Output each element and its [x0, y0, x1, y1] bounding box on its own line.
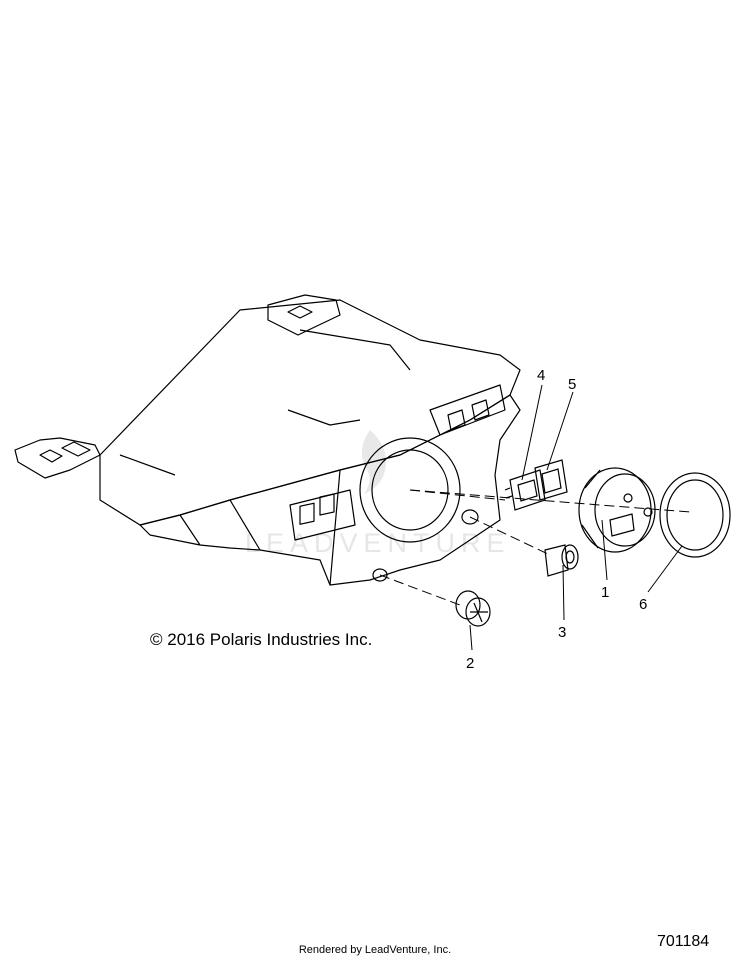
callout-leaders: [469, 384, 683, 651]
callout-4: 4: [537, 367, 545, 384]
rocker-switch-part-5: [534, 459, 568, 501]
callout-6: 6: [639, 596, 647, 613]
dash-panel: [14, 294, 521, 586]
watermark: LEADVENTURE: [245, 430, 511, 558]
power-outlet-part-3: [544, 544, 579, 577]
dash-top-surface: [99, 299, 521, 526]
rocker-switch-part-4: [504, 469, 546, 511]
top-mount-tab: [267, 294, 341, 336]
figure-number: 701184: [657, 933, 710, 950]
left-mount-tab: [14, 437, 101, 479]
watermark-text: LEADVENTURE: [245, 528, 511, 558]
gauge-part-1: [578, 467, 656, 553]
render-credit: Rendered by LeadVenture, Inc.: [298, 944, 452, 956]
ignition-switch-part-2: [455, 590, 491, 627]
callout-3: 3: [558, 624, 566, 641]
dash-gauge-bezel-outer: [359, 437, 461, 543]
leader-lines: [379, 489, 691, 606]
dash-hole-lower: [372, 568, 388, 582]
dash-gauge-bezel-inner: [371, 449, 449, 531]
copyright-notice: © 2016 Polaris Industries Inc.: [150, 630, 373, 649]
dash-hole-right: [461, 509, 479, 525]
dash-front-face: [139, 394, 521, 586]
right-switch-panel: [429, 384, 506, 436]
callout-1: 1: [601, 584, 609, 601]
callout-2: 2: [466, 655, 474, 672]
bezel-ring-part-6: [659, 472, 731, 558]
callout-5: 5: [568, 376, 576, 393]
